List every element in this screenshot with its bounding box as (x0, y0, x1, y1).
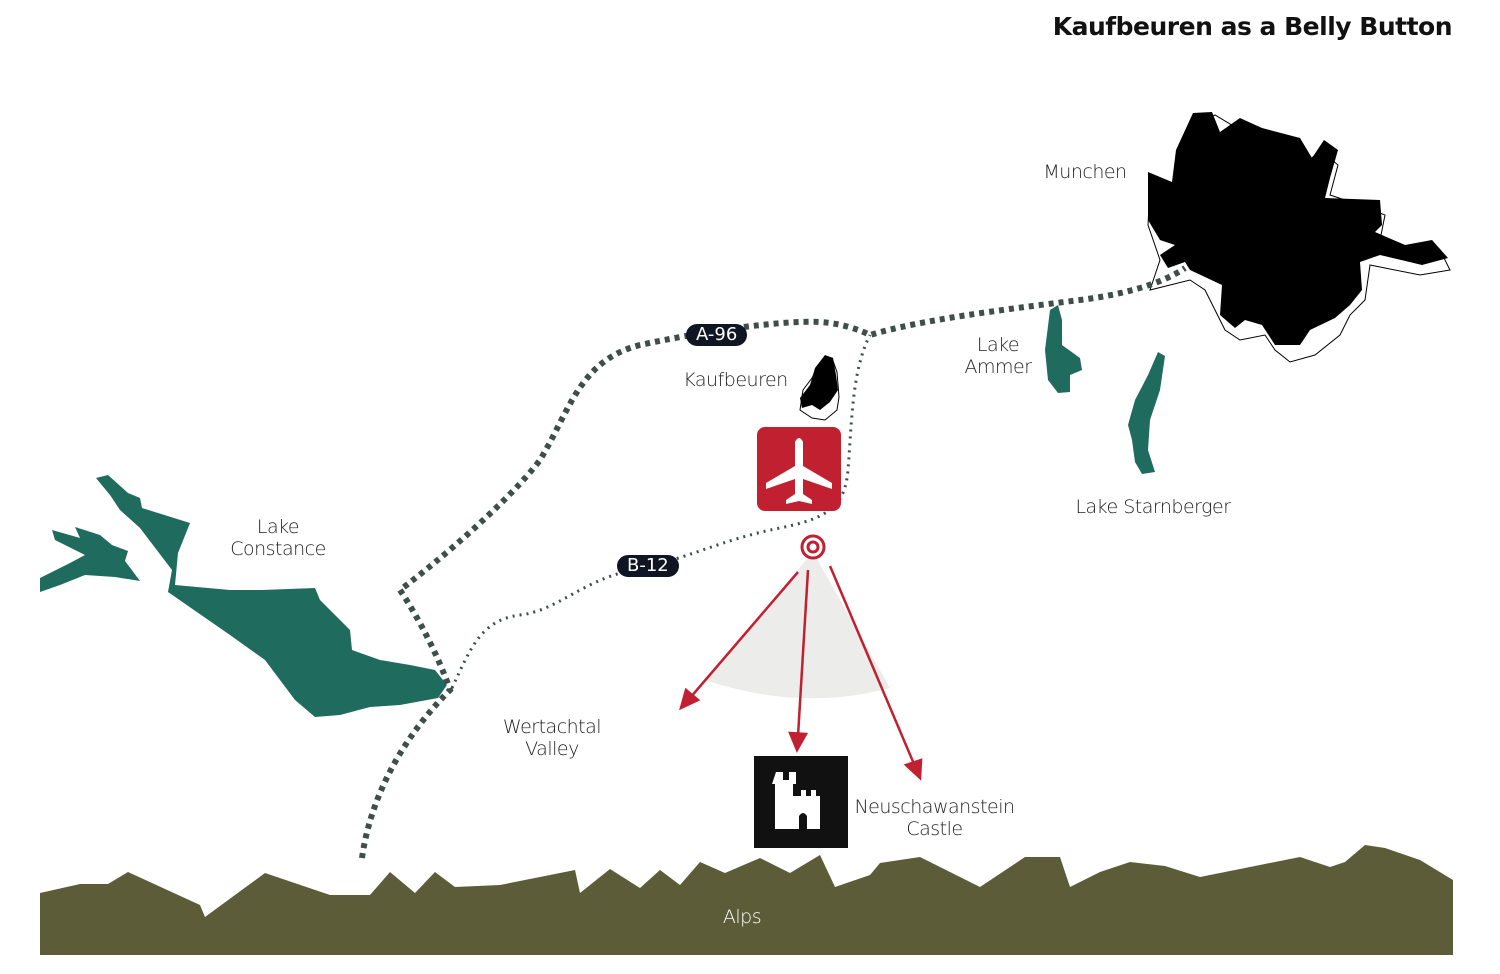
road-b12 (450, 334, 872, 689)
page-title: Kaufbeuren as a Belly Button (1052, 12, 1453, 41)
lake-starnberger-shape (1128, 352, 1165, 474)
label-wertachtal-valley: Wertachtal Valley (492, 716, 612, 760)
label-lake-ammer-line1: Lake (976, 334, 1020, 356)
label-kaufbeuren: Kaufbeuren (683, 369, 788, 391)
label-castle-line1: Neuschawanstein (854, 796, 1015, 818)
view-wedge (705, 552, 890, 699)
label-lake-ammer-line2: Ammer (964, 356, 1032, 378)
label-wertachtal-line1: Wertachtal (502, 716, 602, 738)
label-lake-starnberger: Lake Starnberger (1075, 496, 1231, 518)
airplane-icon (757, 427, 841, 511)
label-lake-ammer: Lake Ammer (958, 334, 1038, 378)
target-icon (800, 534, 826, 560)
kaufbeuren-shape (800, 355, 838, 410)
label-lake-constance-line1: Lake (256, 516, 300, 538)
road-a96 (359, 265, 1187, 859)
munchen-shape (1148, 112, 1448, 345)
road-badge-b12: B-12 (617, 555, 679, 577)
label-castle-line2: Castle (906, 818, 963, 840)
label-lake-constance: Lake Constance (218, 516, 338, 560)
label-wertachtal-line2: Valley (525, 738, 579, 760)
sightline-arrows (679, 565, 923, 781)
road-badge-a96: A-96 (686, 324, 748, 346)
label-lake-constance-line2: Constance (230, 538, 326, 560)
label-munchen: Munchen (1043, 161, 1127, 183)
alps-mountains (40, 845, 1453, 955)
lake-ammer-shape (1045, 305, 1082, 393)
lake-constance-west-shape (40, 527, 140, 592)
label-alps: Alps (722, 906, 762, 928)
lake-constance-shape (96, 475, 447, 717)
label-neuschwanstein-castle: Neuschawanstein Castle (852, 796, 1017, 840)
castle-icon (754, 756, 848, 848)
